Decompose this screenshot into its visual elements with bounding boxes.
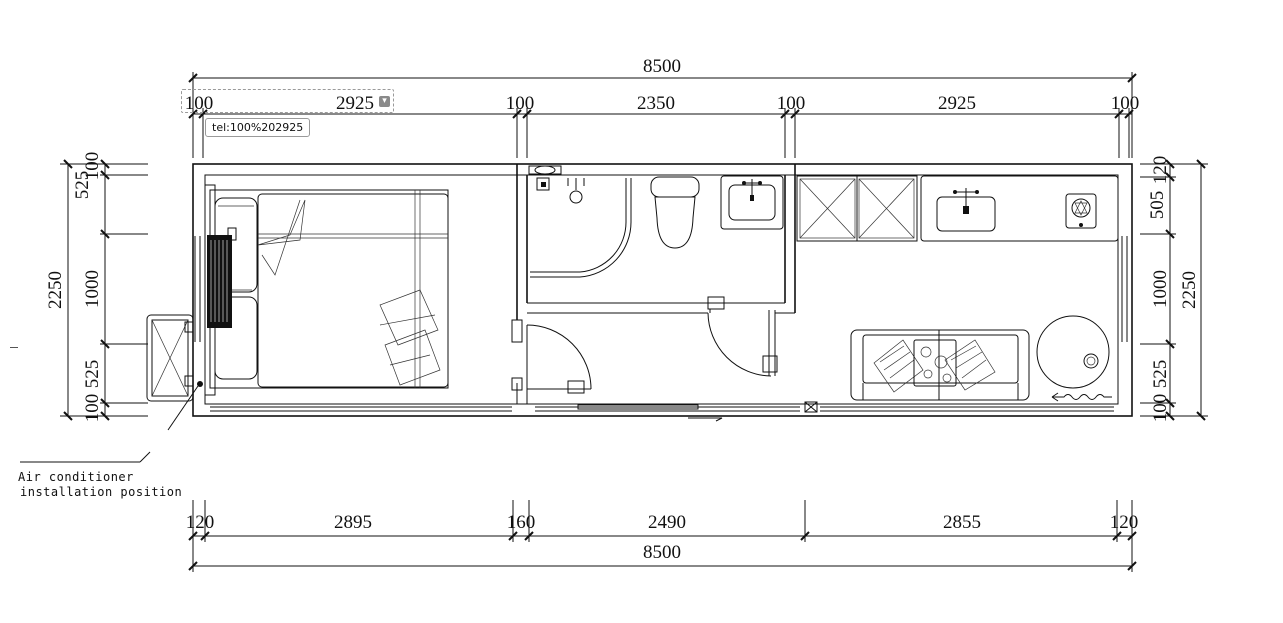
kitchen-counter (920, 175, 1119, 242)
storage-cabinets (796, 175, 918, 242)
bottom-dim-2: 2895 (334, 512, 372, 533)
sofa (850, 329, 1030, 401)
bottom-overall-dim: 8500 (643, 542, 681, 563)
left-dim-1: 100 (82, 152, 103, 181)
bottom-dim-5: 2855 (943, 512, 981, 533)
left-dim-4: 525 (82, 360, 103, 389)
toilet (650, 176, 700, 249)
bottom-dim-1: 120 (186, 512, 215, 533)
right-overall-dim: 2250 (1179, 271, 1200, 309)
right-dimensions: 120 505 1000 525 100 2250 (1140, 156, 1208, 423)
bottom-dim-3: 160 (507, 512, 536, 533)
annotation-line-2: installation position (20, 485, 182, 499)
bottom-dim-4: 2490 (648, 512, 686, 533)
bottom-dimensions: 120 2895 160 2490 2855 120 8500 (186, 500, 1139, 572)
right-dim-2: 505 (1147, 191, 1168, 220)
air-conditioner-unit (207, 227, 237, 328)
annotation-line-1: Air conditioner (18, 470, 134, 484)
top-dim-1: 100 (185, 93, 214, 114)
bathroom-sink (720, 175, 784, 230)
top-dim-3: 100 (506, 93, 535, 114)
top-dim-6: 2925 (938, 93, 976, 114)
shower (528, 165, 632, 278)
left-dimensions: 2250 100 525 1000 525 100 (45, 152, 148, 423)
left-dim-2: 525 (72, 171, 93, 200)
outdoor-ac-box (146, 314, 203, 402)
top-dim-5: 100 (777, 93, 806, 114)
interior-walls (511, 164, 796, 404)
left-dim-3: 1000 (82, 270, 103, 308)
right-dim-1: 120 (1150, 156, 1171, 185)
top-overall-dim: 8500 (643, 56, 681, 77)
annotation-leader (20, 385, 199, 463)
top-dimensions: 8500 100 2925 100 2350 100 2925 100 (185, 56, 1140, 158)
bed (204, 184, 449, 396)
top-dim-2: 2925 (336, 93, 374, 114)
hover-selection-box[interactable] (181, 89, 394, 113)
right-dim-3: 1000 (1150, 270, 1171, 308)
round-table (1036, 315, 1112, 402)
left-dim-5: 100 (82, 394, 103, 423)
doors (526, 296, 778, 394)
outer-walls (192, 163, 1133, 422)
right-dim-5: 100 (1150, 394, 1171, 423)
stray-mark (10, 347, 18, 348)
top-dim-7: 100 (1111, 93, 1140, 114)
chevron-down-icon[interactable]: ▾ (379, 96, 390, 107)
left-overall-dim: 2250 (45, 271, 66, 309)
right-dim-4: 525 (1150, 360, 1171, 389)
link-tooltip: tel:100%202925 (205, 118, 311, 137)
top-dim-4: 2350 (637, 93, 675, 114)
bottom-dim-6: 120 (1110, 512, 1139, 533)
